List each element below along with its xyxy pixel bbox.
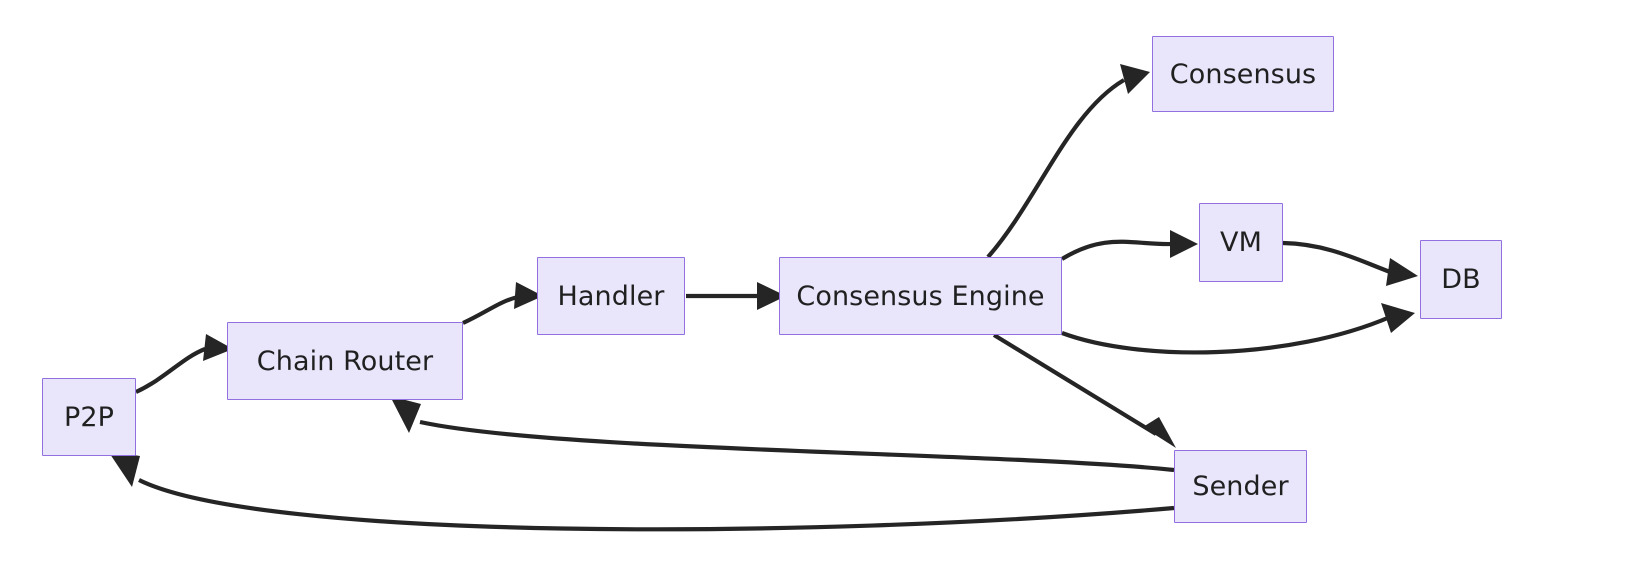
node-label: Consensus (1169, 58, 1317, 90)
edge-path (462, 294, 519, 325)
arrowhead-icon (390, 396, 421, 433)
edge-consensus-engine-to-consensus (986, 64, 1150, 259)
arrowhead-icon (108, 451, 140, 487)
node-sender[interactable]: Sender (1174, 450, 1307, 523)
edge-consensus-engine-to-db (1061, 303, 1415, 355)
arrowhead-icon (1170, 230, 1198, 258)
edge-consensus-engine-to-sender (992, 333, 1176, 448)
edge-p2p-to-chain-router (135, 334, 233, 394)
edge-vm-to-db (1282, 240, 1418, 286)
edge-path (419, 419, 1175, 473)
node-label: DB (1441, 264, 1481, 295)
edge-path (986, 78, 1126, 259)
edge-path (138, 478, 1175, 532)
edge-chain-router-to-handler (462, 282, 543, 325)
node-label: Handler (557, 280, 665, 312)
node-handler[interactable]: Handler (537, 257, 685, 335)
edge-sender-to-chain-router (390, 396, 1175, 473)
edge-path (1282, 240, 1394, 275)
edge-consensus-engine-to-vm (1060, 230, 1198, 261)
arrowhead-icon (1143, 417, 1176, 448)
node-consensus-engine[interactable]: Consensus Engine (779, 257, 1062, 335)
arrowhead-icon (1386, 258, 1418, 286)
node-db[interactable]: DB (1420, 240, 1502, 319)
edge-handler-to-consensus-engine (686, 282, 786, 310)
arrowhead-icon (1120, 64, 1150, 94)
node-label: P2P (63, 401, 115, 433)
arrowhead-icon (1381, 303, 1415, 333)
node-chain-router[interactable]: Chain Router (227, 322, 463, 400)
node-vm[interactable]: VM (1199, 203, 1283, 282)
edge-path (1061, 315, 1391, 355)
edge-path (135, 347, 206, 394)
edge-path (1060, 239, 1173, 261)
node-label: Chain Router (256, 345, 434, 377)
node-consensus[interactable]: Consensus (1152, 36, 1334, 112)
node-label: Consensus Engine (796, 280, 1045, 312)
node-label: Sender (1192, 471, 1289, 502)
edge-path (992, 333, 1158, 436)
node-label: VM (1220, 227, 1262, 258)
edge-sender-to-p2p (108, 451, 1175, 532)
node-p2p[interactable]: P2P (42, 378, 136, 456)
